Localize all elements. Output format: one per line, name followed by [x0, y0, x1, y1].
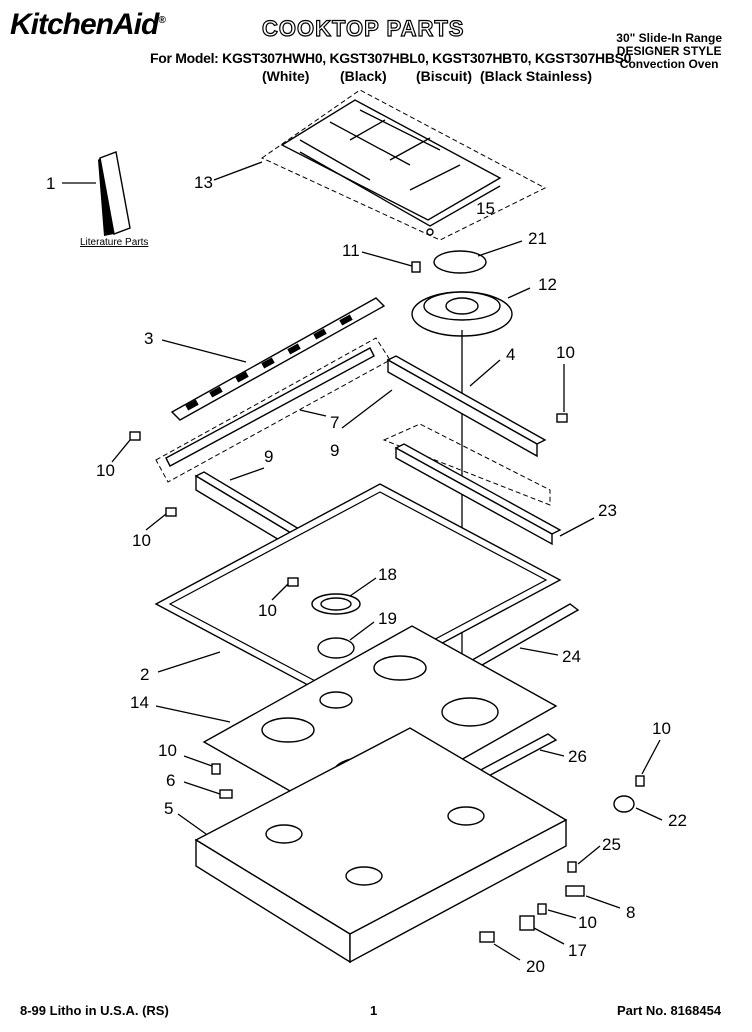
callout-10-f: 10	[652, 719, 671, 738]
callout-10-b: 10	[96, 461, 115, 480]
range-style: DESIGNER STYLE	[616, 44, 722, 58]
brand-logo: KitchenAid®	[10, 8, 166, 41]
callout-23: 23	[598, 501, 617, 520]
cooktop-frame	[154, 483, 562, 701]
callout-10-c: 10	[132, 531, 151, 550]
base-pan	[194, 727, 568, 964]
literature-parts-label: Literature Parts	[80, 237, 148, 248]
burner-base	[411, 291, 513, 337]
callout-24: 24	[562, 647, 581, 666]
screw-10f	[537, 903, 547, 915]
igniter-20	[479, 931, 495, 943]
variant-black: (Black)	[340, 68, 387, 84]
callout-26: 26	[568, 747, 587, 766]
variant-biscuit: (Biscuit)	[416, 68, 472, 84]
valve-17	[519, 915, 535, 931]
callout-5: 5	[164, 799, 173, 818]
burner-cap	[433, 250, 487, 274]
right-rail-flange	[387, 358, 538, 458]
callout-19: 19	[378, 609, 397, 628]
screw-11	[411, 261, 421, 273]
callout-10-a: 10	[556, 343, 575, 362]
callout-20: 20	[526, 957, 545, 976]
callout-3: 3	[144, 329, 153, 348]
left-vent-rail	[170, 297, 386, 421]
range-type: 30" Slide-In Range	[616, 31, 722, 45]
screw-10e	[211, 763, 221, 775]
left-bracket	[165, 347, 375, 467]
callout-1: 1	[46, 174, 55, 193]
variant-black-stainless: (Black Stainless)	[480, 68, 593, 84]
callout-10-g: 10	[578, 913, 597, 932]
literature-booklet	[98, 151, 131, 236]
thermostat-22	[613, 775, 645, 813]
callout-7: 7	[330, 413, 339, 432]
callout-22: 22	[668, 811, 687, 830]
callout-15: 15	[476, 199, 495, 218]
burner-ring-inner	[320, 597, 352, 611]
bracket-8	[565, 885, 585, 897]
callout-8: 8	[626, 903, 635, 922]
right-gasket-strip-side	[395, 446, 553, 546]
variant-white: (White)	[262, 68, 310, 84]
leader-lines	[62, 161, 663, 961]
callout-18: 18	[378, 565, 397, 584]
callout-13: 13	[194, 173, 213, 192]
callout-4: 4	[506, 345, 515, 364]
range-oven: Convection Oven	[619, 57, 719, 71]
callout-17: 17	[568, 941, 587, 960]
callout-10-e: 10	[158, 741, 177, 760]
screw-10d	[287, 577, 299, 587]
callout-labels: 1 13 15 11 21 12 3 4 10 7 9 10 9 10 23 1…	[46, 173, 687, 976]
burner-head	[317, 637, 355, 659]
footer-part-number: Part No. 8168454	[617, 1003, 722, 1018]
grate	[260, 89, 547, 241]
right-rail	[386, 355, 547, 445]
callout-21: 21	[528, 229, 547, 248]
callout-9-a: 9	[330, 441, 339, 460]
callout-14: 14	[130, 693, 149, 712]
callout-12: 12	[538, 275, 557, 294]
page-title: COOKTOP PARTS	[261, 15, 465, 41]
screw-10c	[165, 507, 177, 517]
screw-10a	[556, 413, 568, 423]
clip-6	[219, 789, 233, 799]
callout-10-d: 10	[258, 601, 277, 620]
range-info: 30" Slide-In Range DESIGNER STYLE Convec…	[616, 32, 722, 71]
model-list: For Model: KGST307HWH0, KGST307HBL0, KGS…	[150, 50, 632, 66]
callout-9-b: 9	[264, 447, 273, 466]
callout-2: 2	[140, 665, 149, 684]
screw-25	[567, 861, 577, 873]
footer-page-number: 1	[370, 1003, 378, 1018]
screw-10b	[129, 431, 141, 441]
bracket-outline	[155, 337, 391, 483]
burner-box-outline	[382, 423, 551, 506]
callout-11: 11	[342, 241, 360, 260]
footer-print-info: 8-99 Litho in U.S.A. (RS)	[20, 1003, 169, 1018]
callout-6: 6	[166, 771, 175, 790]
callout-25: 25	[602, 835, 621, 854]
